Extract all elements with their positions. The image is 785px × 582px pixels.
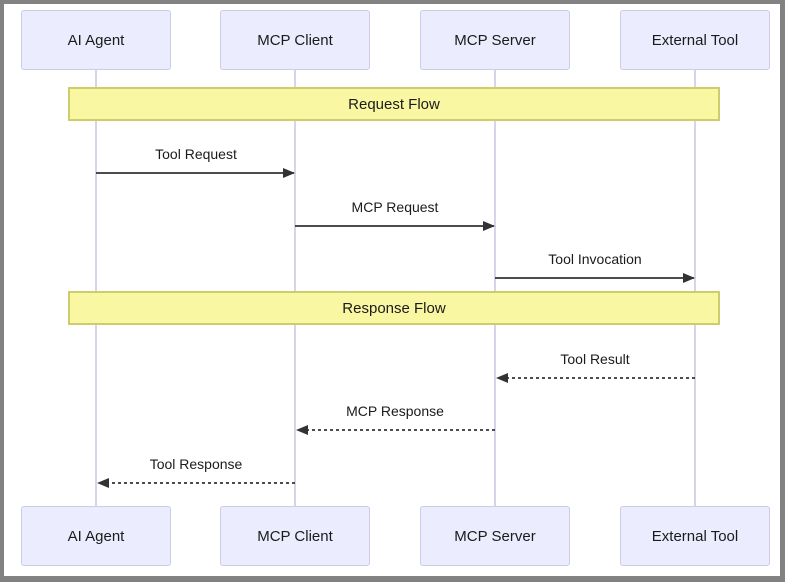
participant-top-mcp-client: MCP Client — [220, 10, 370, 70]
section-response-flow: Response Flow — [68, 291, 720, 325]
message-label-mcp-request: MCP Request — [351, 199, 439, 215]
message-label-mcp-response: MCP Response — [346, 403, 444, 419]
section-request-flow: Request Flow — [68, 87, 720, 121]
message-label-tool-result: Tool Result — [560, 351, 630, 367]
participant-top-external-tool: External Tool — [620, 10, 770, 70]
message-label-tool-request: Tool Request — [155, 146, 237, 162]
participant-bottom-ai-agent: AI Agent — [21, 506, 171, 566]
message-label-tool-response: Tool Response — [149, 456, 243, 472]
participant-bottom-external-tool: External Tool — [620, 506, 770, 566]
participant-top-mcp-server: MCP Server — [420, 10, 570, 70]
message-label-tool-invocation: Tool Invocation — [548, 251, 642, 267]
participant-bottom-mcp-client: MCP Client — [220, 506, 370, 566]
participant-top-ai-agent: AI Agent — [21, 10, 171, 70]
participant-bottom-mcp-server: MCP Server — [420, 506, 570, 566]
